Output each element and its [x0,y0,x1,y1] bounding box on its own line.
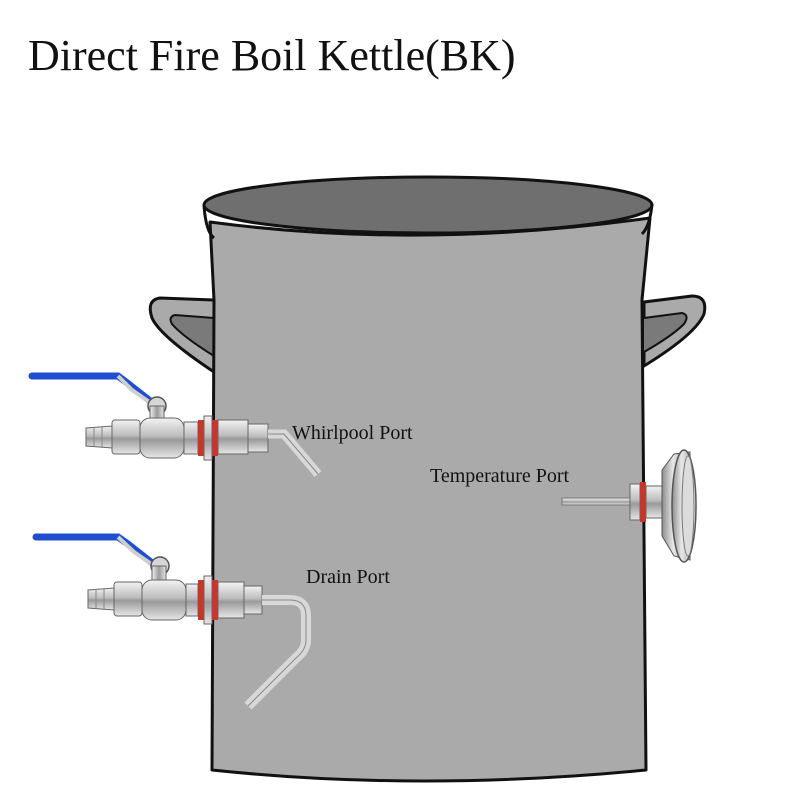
drain-port-label: Drain Port [306,566,390,588]
whirlpool-port-label: Whirlpool Port [292,422,413,444]
kettle-body [208,216,652,783]
right-handle [642,294,707,368]
temperature-port-label: Temperature Port [430,465,570,487]
left-handle [148,296,216,374]
whirlpool-port-valve [28,372,322,477]
page-title: Direct Fire Boil Kettle(BK) [28,31,516,80]
kettle-opening [202,175,654,235]
drain-port-valve [32,533,311,710]
thermometer-gauge [561,449,697,563]
